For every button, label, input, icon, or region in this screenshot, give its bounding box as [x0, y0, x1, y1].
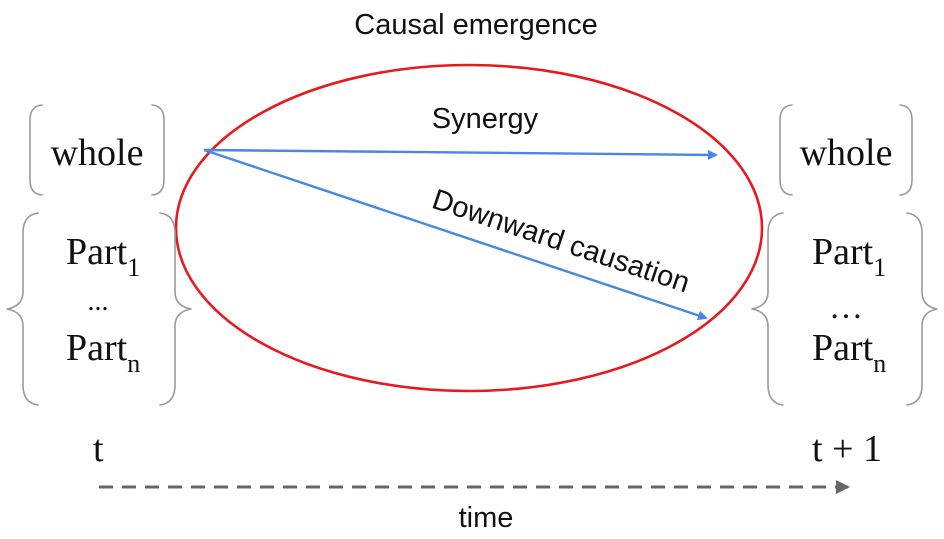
time-axis-label: time	[459, 502, 514, 534]
diagram-title: Causal emergence	[354, 9, 597, 41]
left-parts-group: Part1 ... Partn	[6, 212, 192, 406]
left-whole-label: whole	[51, 132, 144, 174]
right-whole-brace-open	[779, 104, 793, 196]
right-whole-brace-close	[899, 104, 913, 196]
downward-causation-label: Downward causation	[428, 184, 693, 300]
synergy-label: Synergy	[432, 103, 539, 135]
right-parts-group: Part1 … Partn	[751, 212, 938, 406]
left-whole-group: whole	[29, 104, 165, 196]
right-parts-brace-close	[906, 212, 938, 406]
right-whole-group: whole	[779, 104, 913, 196]
causal-emergence-ellipse	[174, 63, 764, 393]
synergy-arrow	[203, 148, 718, 160]
left-part-last: Partn	[66, 327, 140, 378]
right-part-first: Part1	[812, 231, 886, 282]
right-part-last: Partn	[812, 327, 886, 378]
left-whole-brace-open	[29, 104, 43, 196]
left-parts-brace-close	[159, 212, 192, 406]
left-part-first: Part1	[66, 231, 140, 282]
time-t-plus-1-label: t + 1	[812, 428, 882, 470]
right-parts-brace-open	[751, 212, 784, 406]
left-parts-brace-open	[6, 212, 39, 406]
left-whole-brace-close	[151, 104, 165, 196]
downward-causation-arrow	[203, 148, 708, 321]
right-parts-ellipsis: …	[829, 289, 863, 326]
time-t-label: t	[93, 428, 104, 470]
left-parts-ellipsis: ...	[88, 286, 109, 317]
right-whole-label: whole	[800, 132, 893, 174]
